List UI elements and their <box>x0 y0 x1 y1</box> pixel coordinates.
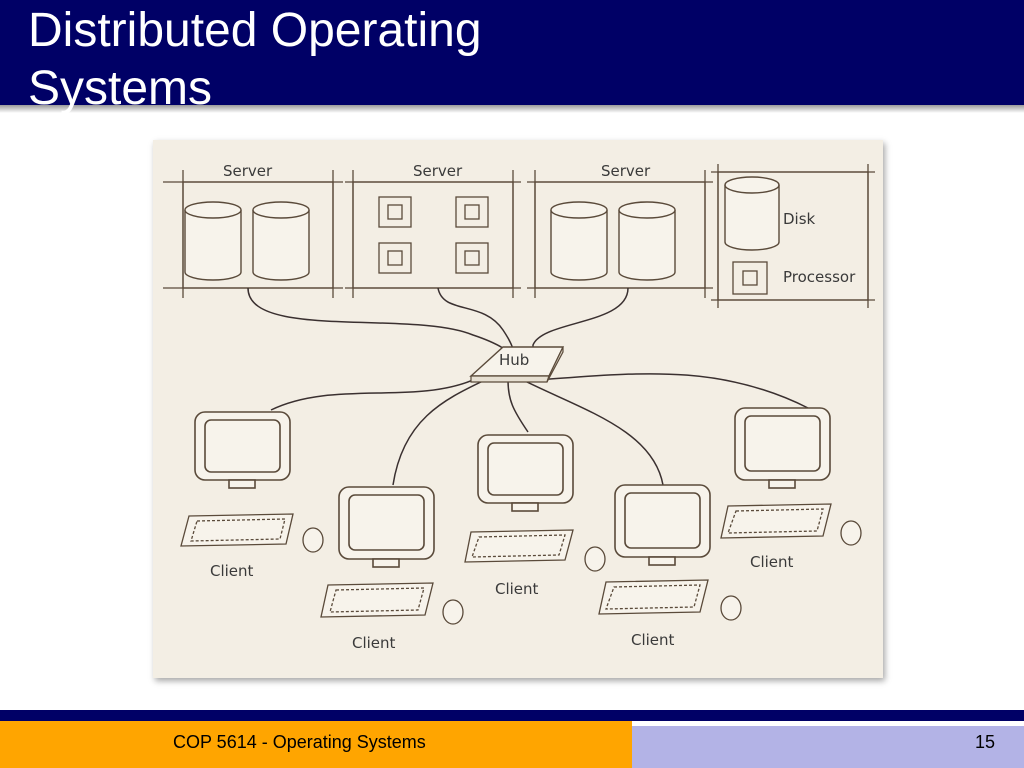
mouse-icon <box>840 520 862 546</box>
disk-icon <box>724 176 780 251</box>
server-label-3: Server <box>601 162 651 180</box>
keyboard-icon <box>720 503 832 539</box>
disk-icon <box>618 201 676 281</box>
monitor-icon <box>194 411 291 489</box>
client-label-4: Client <box>631 631 675 649</box>
client-label-1: Client <box>210 562 254 580</box>
hub-device <box>469 346 565 383</box>
server-box-1 <box>163 170 343 298</box>
disk-icon <box>184 201 242 281</box>
keyboard-icon <box>464 529 574 563</box>
mouse-icon <box>584 546 606 572</box>
disk-icon <box>252 201 310 281</box>
slide-number: 15 <box>975 732 996 752</box>
slide-title: Distributed Operating Systems <box>28 4 482 113</box>
footer-divider <box>0 710 1024 721</box>
title-bar <box>0 0 1024 105</box>
client-label-5: Client <box>750 553 794 571</box>
processor-icon <box>455 242 489 274</box>
footer-course-title: COP 5614 - Operating Systems <box>173 732 426 752</box>
distributed-system-diagram: Server Server Server Disk Processor Hub … <box>153 140 883 678</box>
monitor-icon <box>338 486 435 568</box>
disk-icon <box>550 201 608 281</box>
processor-icon <box>455 196 489 228</box>
mouse-icon <box>720 595 742 621</box>
footer-left-panel <box>0 721 632 768</box>
diagram-svg: Server Server Server Disk Processor Hub … <box>163 162 875 652</box>
client-label-3: Client <box>495 580 539 598</box>
mouse-icon <box>302 527 324 553</box>
server-label-2: Server <box>413 162 463 180</box>
processor-legend-label: Processor <box>783 268 856 286</box>
processor-icon <box>378 196 412 228</box>
monitor-icon <box>477 434 574 512</box>
network-cables <box>247 287 809 486</box>
keyboard-icon <box>180 513 294 547</box>
mouse-icon <box>442 599 464 625</box>
processor-icon <box>732 261 768 295</box>
hub-label: Hub <box>499 351 529 369</box>
keyboard-icon <box>598 579 709 615</box>
processor-icon <box>378 242 412 274</box>
footer-right-panel <box>632 721 1024 768</box>
client-label-2: Client <box>352 634 396 652</box>
title-shadow <box>0 105 1024 113</box>
disk-legend-label: Disk <box>783 210 816 228</box>
title-clip: Distributed Operating Systems <box>0 0 1024 113</box>
monitor-icon <box>614 484 711 566</box>
server-box-3 <box>527 170 713 298</box>
keyboard-icon <box>320 582 434 618</box>
server-label-1: Server <box>223 162 273 180</box>
legend-box <box>711 164 875 308</box>
footer-right-strip <box>632 721 1024 726</box>
monitor-icon <box>734 407 831 489</box>
server-box-2 <box>345 170 521 298</box>
